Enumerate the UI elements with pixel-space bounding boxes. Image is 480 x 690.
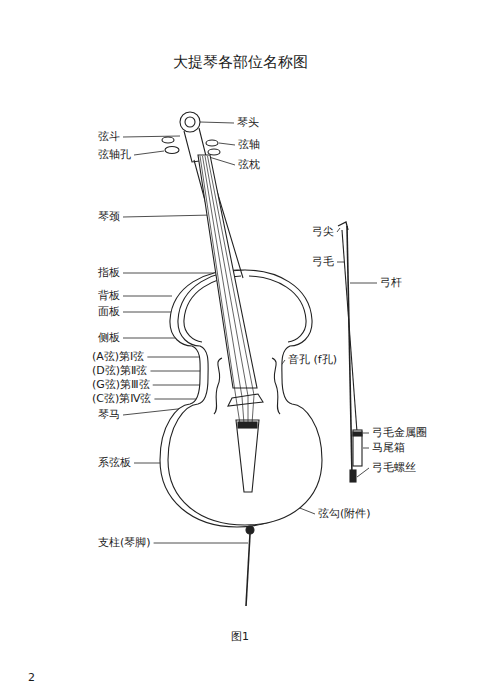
part-label: 弓尖: [312, 225, 334, 238]
part-label: 支柱(琴脚): [98, 536, 151, 549]
leader-line: [123, 215, 212, 217]
part-label: 面板: [98, 305, 120, 318]
leader-line: [134, 151, 164, 155]
part-label: 弓毛金属圈: [372, 426, 427, 439]
part-label: 弦斗: [98, 130, 120, 143]
part-label: 琴马: [98, 408, 120, 421]
part-label: 弓杆: [380, 276, 402, 289]
leader-line: [363, 448, 369, 449]
leader-line: [123, 338, 176, 339]
part-label: 音孔 (f孔): [288, 353, 337, 366]
part-label: 指板: [98, 266, 120, 279]
part-label: 弦枕: [238, 158, 260, 171]
part-label: 琴头: [237, 116, 259, 129]
part-label: 系弦板: [98, 456, 131, 469]
part-label: (A弦)第Ⅰ弦: [92, 350, 144, 363]
part-label: (C弦)第Ⅳ弦: [92, 392, 151, 405]
leader-line: [337, 228, 340, 232]
figure-title: 大提琴各部位名称图: [173, 53, 308, 71]
part-label: 弦轴: [238, 138, 260, 151]
leader-line: [209, 157, 235, 165]
leader-line: [154, 543, 248, 544]
part-label: 弦轴孔: [98, 148, 131, 161]
part-label: 马尾箱: [372, 441, 405, 454]
part-label: (D弦)第Ⅱ弦: [92, 364, 147, 377]
part-label: (G弦)第Ⅲ弦: [92, 378, 150, 391]
part-label: 弦勾(附件): [318, 507, 371, 520]
figure-caption: 图1: [231, 630, 249, 643]
leader-line: [123, 136, 180, 137]
leader-line: [363, 433, 369, 434]
part-label: 侧板: [98, 331, 120, 344]
leader-line: [350, 283, 377, 284]
part-label: 弓毛螺丝: [372, 461, 416, 474]
part-label: 琴颈: [98, 210, 120, 223]
part-label: 背板: [98, 289, 120, 302]
leader-line: [123, 296, 172, 297]
part-label: 弓毛: [312, 255, 334, 268]
leader-line: [357, 468, 369, 477]
page-number: 2: [28, 671, 35, 684]
leader-line: [337, 262, 344, 263]
leader-line: [219, 143, 235, 145]
leader-line: [200, 122, 234, 123]
